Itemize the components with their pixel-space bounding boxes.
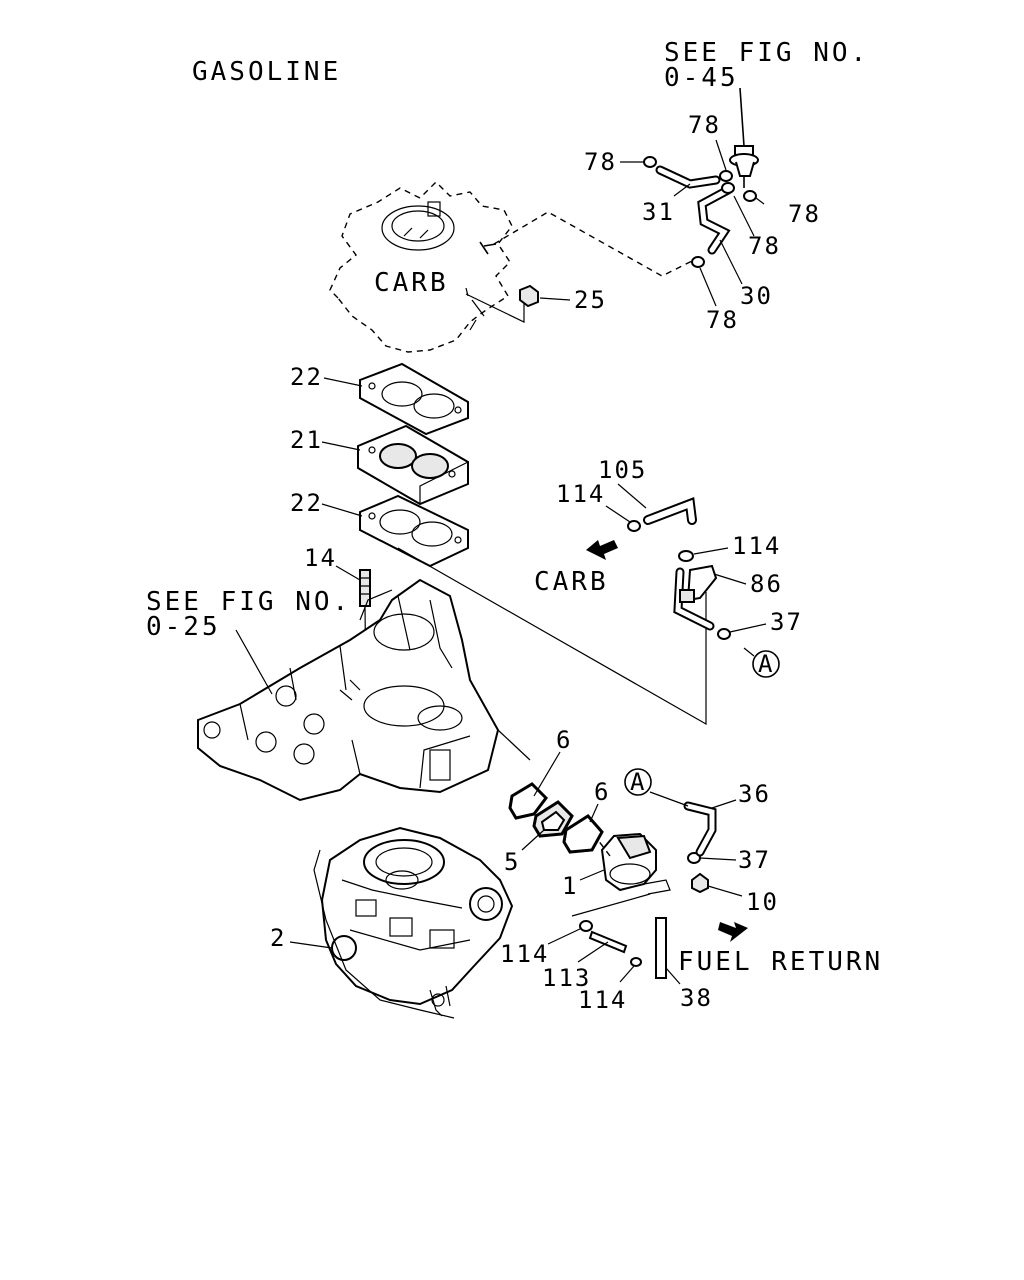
nut-25-icon	[519, 284, 539, 308]
callout-21: 21	[290, 426, 323, 454]
bracket-86	[679, 564, 718, 603]
callout-78: 78	[748, 232, 781, 260]
callout-6: 6	[594, 778, 610, 806]
callout-78: 78	[706, 306, 739, 334]
route-line-nut-25	[465, 293, 525, 323]
callout-114: 114	[732, 532, 781, 560]
clamp-114-lower-icon	[579, 920, 642, 967]
callout-38: 38	[680, 984, 713, 1012]
callout-1: 1	[562, 872, 578, 900]
leader-lines	[289, 139, 767, 985]
gasket-5	[532, 800, 574, 838]
vacuum-valve	[729, 87, 759, 188]
ref-a-circle-icon: A A	[624, 647, 780, 796]
clamp-114-icon	[627, 520, 694, 562]
callout-114: 114	[500, 940, 549, 968]
callout-22: 22	[290, 363, 323, 391]
nut-10-icon	[691, 872, 709, 894]
carburetor-assembly	[313, 826, 514, 1019]
callout-6: 6	[556, 726, 572, 754]
see-fig-left-line1: SEE FIG NO.	[146, 587, 351, 617]
ref-a-label-2: A	[630, 768, 646, 796]
callout-114: 114	[578, 986, 627, 1014]
callout-37: 37	[738, 846, 771, 874]
carb-outline-top: CARB	[329, 181, 513, 353]
callout-30: 30	[740, 282, 773, 310]
callout-10: 10	[746, 888, 779, 916]
see-fig-top-line2: 0-45	[664, 63, 739, 93]
ref-line-fig-025	[235, 629, 273, 695]
callout-78: 78	[688, 111, 721, 139]
callout-numbers: 78 78 78 78 78 31 30 25 22 21 22 105 114…	[270, 111, 821, 1014]
callout-78: 78	[788, 200, 821, 228]
callout-22: 22	[290, 489, 323, 517]
alignment-line	[397, 547, 707, 726]
pipe-38	[655, 917, 667, 979]
callout-31: 31	[642, 198, 675, 226]
gasket-6b	[562, 814, 604, 854]
fuel-return-arrow-icon	[718, 922, 748, 942]
gasket-6a	[508, 782, 548, 820]
callout-78: 78	[584, 148, 617, 176]
fuel-pump	[597, 832, 671, 895]
callout-37: 37	[770, 608, 803, 636]
route-line-gasket-6	[497, 729, 531, 761]
gasket-22-upper	[359, 362, 469, 436]
ref-line-a-36	[649, 791, 689, 807]
diagram-title: GASOLINE	[192, 57, 341, 87]
callout-14: 14	[304, 544, 337, 572]
route-line-pump-bolt	[571, 893, 651, 917]
callout-36: 36	[738, 780, 771, 808]
ref-a-label-1: A	[758, 650, 774, 678]
see-fig-top-line1: SEE FIG NO.	[664, 38, 869, 68]
carb-arrow-icon	[586, 540, 618, 560]
clamp-37-icon	[687, 628, 731, 864]
fuel-return-label: FUEL RETURN	[678, 947, 883, 977]
carb-top-label: CARB	[374, 268, 449, 298]
callout-114: 114	[556, 480, 605, 508]
callout-86: 86	[750, 570, 783, 598]
route-line-carb-hose	[493, 211, 695, 277]
callout-2: 2	[270, 924, 286, 952]
callout-25: 25	[574, 286, 607, 314]
gasket-22-lower	[359, 494, 469, 568]
see-fig-left-line2: 0-25	[146, 612, 221, 642]
callout-5: 5	[504, 848, 520, 876]
carb-arrow-label: CARB	[534, 567, 609, 597]
spacer-21	[357, 424, 469, 506]
clamp-78-icon	[643, 156, 757, 268]
callout-105: 105	[598, 456, 647, 484]
callout-113: 113	[542, 964, 591, 992]
